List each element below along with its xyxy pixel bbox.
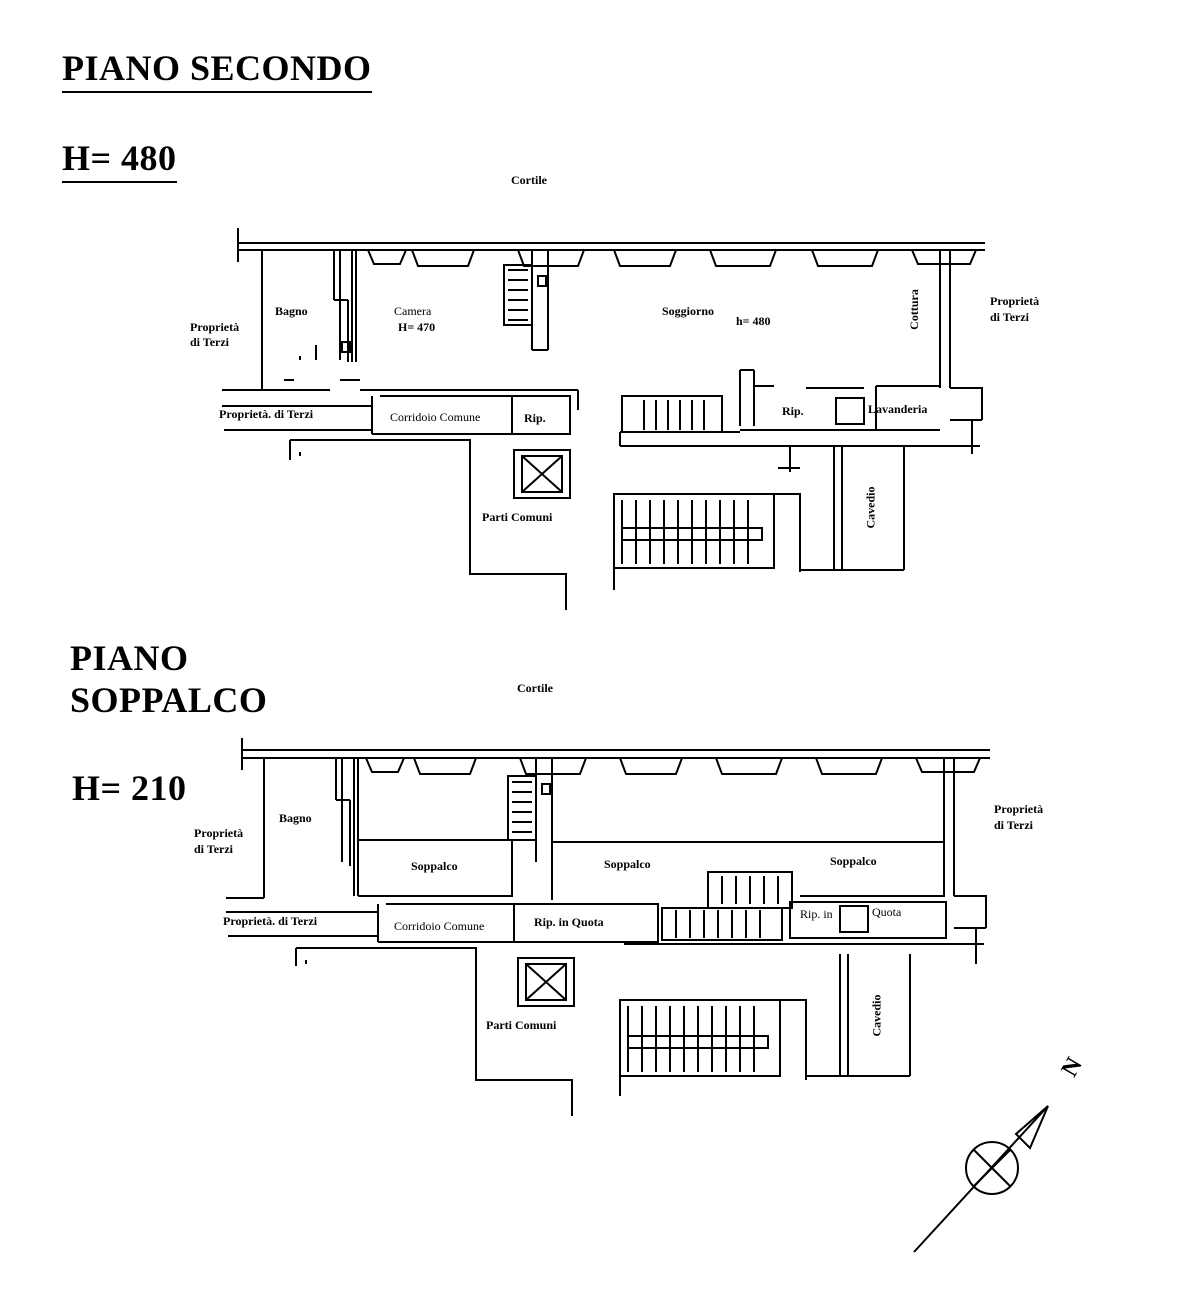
floor2-cavedio-label: Cavedio	[863, 486, 878, 529]
mezzanine-prop-right-2: di Terzi	[994, 818, 1034, 832]
floor2-parti-comuni-label: Parti Comuni	[482, 510, 553, 524]
mezzanine-quota-label: Quota	[872, 905, 902, 919]
floor2-cortile-label: Cortile	[511, 173, 547, 187]
mezzanine-soppalco1-label: Soppalco	[411, 859, 458, 873]
mezzanine-height: H= 210	[72, 768, 187, 808]
floor2-prop-right-2: di Terzi	[990, 310, 1030, 324]
floor2-lavanderia-label: Lavanderia	[868, 402, 928, 416]
floor2-corridoio-label: Corridoio Comune	[390, 410, 481, 424]
floor2-rip1-label: Rip.	[524, 411, 546, 425]
mezzanine-prop-bottom: Proprietà. di Terzi	[223, 914, 318, 928]
floor2-prop-right-1: Proprietà	[990, 294, 1040, 308]
floor2-bagno-label: Bagno	[275, 304, 308, 318]
floor2-camera-height: H= 470	[398, 320, 436, 334]
floor2-height: H= 480	[62, 138, 177, 184]
mezzanine-soppalco3-label: Soppalco	[830, 854, 877, 868]
floor2-title: PIANO SECONDO	[62, 48, 372, 94]
mezzanine-cortile-label: Cortile	[517, 681, 553, 695]
mezzanine-corridoio-label: Corridoio Comune	[394, 919, 485, 933]
north-arrow-icon	[913, 1105, 1049, 1253]
floor2-cottura-label: Cottura	[906, 289, 921, 330]
mezzanine-prop-left-1: Proprietà	[194, 826, 244, 840]
floor2-soggiorno-label: Soggiorno	[662, 304, 715, 318]
floor2-rip2-label: Rip.	[782, 404, 804, 418]
floor2-camera-label: Camera	[394, 304, 432, 318]
mezzanine-rip-quota-label: Rip. in Quota	[534, 915, 604, 929]
mezzanine-prop-left-2: di Terzi	[194, 842, 234, 856]
floor2-prop-bottom: Proprietà. di Terzi	[219, 407, 314, 421]
mezzanine-bagno-label: Bagno	[279, 811, 312, 825]
mezzanine-plan	[226, 738, 990, 1116]
mezzanine-title-line1: PIANO	[70, 638, 189, 678]
mezzanine-cavedio-label: Cavedio	[869, 994, 884, 1037]
mezzanine-prop-right-1: Proprietà	[994, 802, 1044, 816]
mezzanine-rip-in-label: Rip. in	[800, 907, 833, 921]
floor2-prop-left-2: di Terzi	[190, 335, 230, 349]
mezzanine-title-line2: SOPPALCO	[70, 680, 268, 720]
floor2-plan	[222, 228, 985, 610]
floor2-prop-left-1: Proprietà	[190, 320, 240, 334]
floor2-soggiorno-height: h= 480	[736, 314, 771, 328]
mezzanine-parti-comuni-label: Parti Comuni	[486, 1018, 557, 1032]
mezzanine-soppalco2-label: Soppalco	[604, 857, 651, 871]
